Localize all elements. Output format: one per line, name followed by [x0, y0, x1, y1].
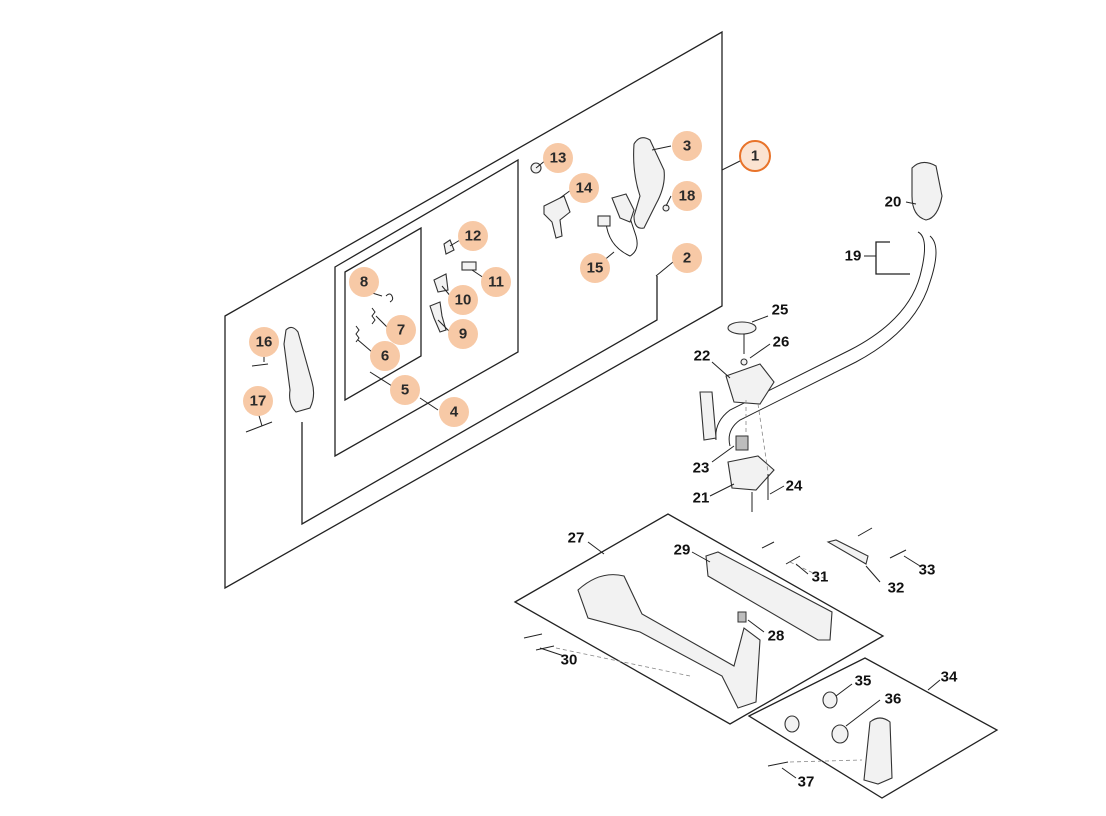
callout-3[interactable]: 3 [672, 131, 702, 161]
handlebar-19-tube [715, 231, 925, 441]
callout-28[interactable]: 28 [768, 628, 785, 645]
spring-23-shape [735, 435, 749, 451]
base-21-shape [727, 455, 775, 491]
handlebar-20-grip [911, 161, 943, 221]
callout-31[interactable]: 31 [812, 569, 829, 586]
callout-17[interactable]: 17 [243, 386, 273, 416]
frame-assembly-4 [334, 158, 519, 458]
callout-32[interactable]: 32 [888, 580, 905, 597]
part-35b-shape [784, 715, 800, 733]
callouts-plain: 19 20 21 22 23 24 25 26 27 28 29 30 31 3… [561, 194, 958, 791]
callouts-highlighted: 1 2 3 4 5 6 7 8 [243, 131, 771, 427]
washer-26-shape [740, 358, 748, 366]
svg-text:3: 3 [683, 138, 691, 155]
svg-text:8: 8 [360, 274, 368, 291]
frame-bracket-19 [875, 241, 910, 275]
frame-assembly-1 [224, 30, 723, 590]
callout-19[interactable]: 19 [845, 248, 862, 265]
callout-20[interactable]: 20 [885, 194, 902, 211]
lever-near-2 [611, 193, 635, 223]
callout-1[interactable]: 1 [739, 140, 771, 172]
callout-23[interactable]: 23 [693, 460, 710, 477]
callout-37[interactable]: 37 [798, 774, 815, 791]
callout-5[interactable]: 5 [390, 375, 420, 405]
callout-2[interactable]: 2 [672, 243, 702, 273]
part-28-shape [737, 611, 747, 623]
callout-22[interactable]: 22 [694, 348, 711, 365]
housing-27-shape [577, 574, 761, 709]
cover-29-shape [705, 551, 833, 641]
handle-half-right [633, 137, 665, 229]
callout-29[interactable]: 29 [674, 542, 691, 559]
part-12-shape [443, 239, 455, 255]
callout-25[interactable]: 25 [772, 302, 789, 319]
callout-7[interactable]: 7 [386, 315, 416, 345]
svg-text:4: 4 [450, 404, 459, 421]
handle-half-left [283, 326, 315, 413]
callout-13[interactable]: 13 [543, 143, 573, 173]
svg-text:1: 1 [751, 148, 759, 165]
callout-36[interactable]: 36 [885, 691, 902, 708]
assembly-frames [224, 30, 999, 799]
handlebar-19-tube-inner [728, 235, 937, 447]
part-11-shape [461, 261, 477, 271]
clamp-22-shape [725, 363, 775, 405]
svg-text:7: 7 [397, 322, 405, 339]
part-shapes [245, 137, 943, 785]
callout-16[interactable]: 16 [249, 327, 279, 357]
svg-text:12: 12 [465, 228, 482, 245]
callout-4[interactable]: 4 [439, 397, 469, 427]
callout-6[interactable]: 6 [370, 341, 400, 371]
callout-10[interactable]: 10 [448, 285, 478, 315]
part-10-shape [433, 273, 449, 293]
lever-9-shape [429, 301, 447, 333]
svg-text:6: 6 [381, 348, 389, 365]
svg-text:16: 16 [256, 334, 273, 351]
callout-24[interactable]: 24 [786, 478, 803, 495]
callout-12[interactable]: 12 [458, 221, 488, 251]
callout-11[interactable]: 11 [481, 267, 511, 297]
clip-36-shape [831, 724, 849, 744]
svg-text:13: 13 [550, 150, 567, 167]
callout-14[interactable]: 14 [569, 173, 599, 203]
callout-34[interactable]: 34 [941, 669, 958, 686]
callout-26[interactable]: 26 [773, 334, 790, 351]
part-35-shape [822, 691, 838, 709]
frame-assembly-5 [344, 226, 422, 402]
cable-15-shape [605, 205, 638, 257]
knob-25-shape [727, 321, 757, 335]
svg-text:17: 17 [250, 393, 267, 410]
spring-6-shape [355, 325, 360, 343]
svg-text:9: 9 [459, 326, 467, 343]
svg-text:14: 14 [576, 180, 593, 197]
leader-lines [257, 145, 941, 779]
svg-text:10: 10 [455, 292, 472, 309]
trigger-14-shape [543, 195, 571, 239]
svg-text:5: 5 [401, 382, 409, 399]
callout-27[interactable]: 27 [568, 530, 585, 547]
frame-assembly-27 [513, 513, 885, 725]
spring-8-shape [385, 293, 394, 303]
spring-7-shape [371, 307, 376, 325]
callout-8[interactable]: 8 [349, 267, 379, 297]
svg-text:15: 15 [587, 260, 604, 277]
grip-36-shape [863, 717, 893, 785]
callout-33[interactable]: 33 [919, 562, 936, 579]
callout-30[interactable]: 30 [561, 652, 578, 669]
cable-15-plug [597, 215, 611, 227]
callout-18[interactable]: 18 [672, 181, 702, 211]
svg-text:11: 11 [488, 274, 504, 291]
svg-text:2: 2 [683, 250, 691, 267]
svg-text:18: 18 [679, 188, 696, 205]
callout-9[interactable]: 9 [448, 319, 478, 349]
handlebar-stub [699, 391, 717, 441]
frame-assembly-34 [747, 657, 999, 799]
callout-15[interactable]: 15 [580, 253, 610, 283]
frame-assembly-2 [301, 276, 658, 526]
callout-21[interactable]: 21 [693, 490, 710, 507]
strip-32-shape [826, 539, 869, 565]
callout-35[interactable]: 35 [855, 673, 872, 690]
